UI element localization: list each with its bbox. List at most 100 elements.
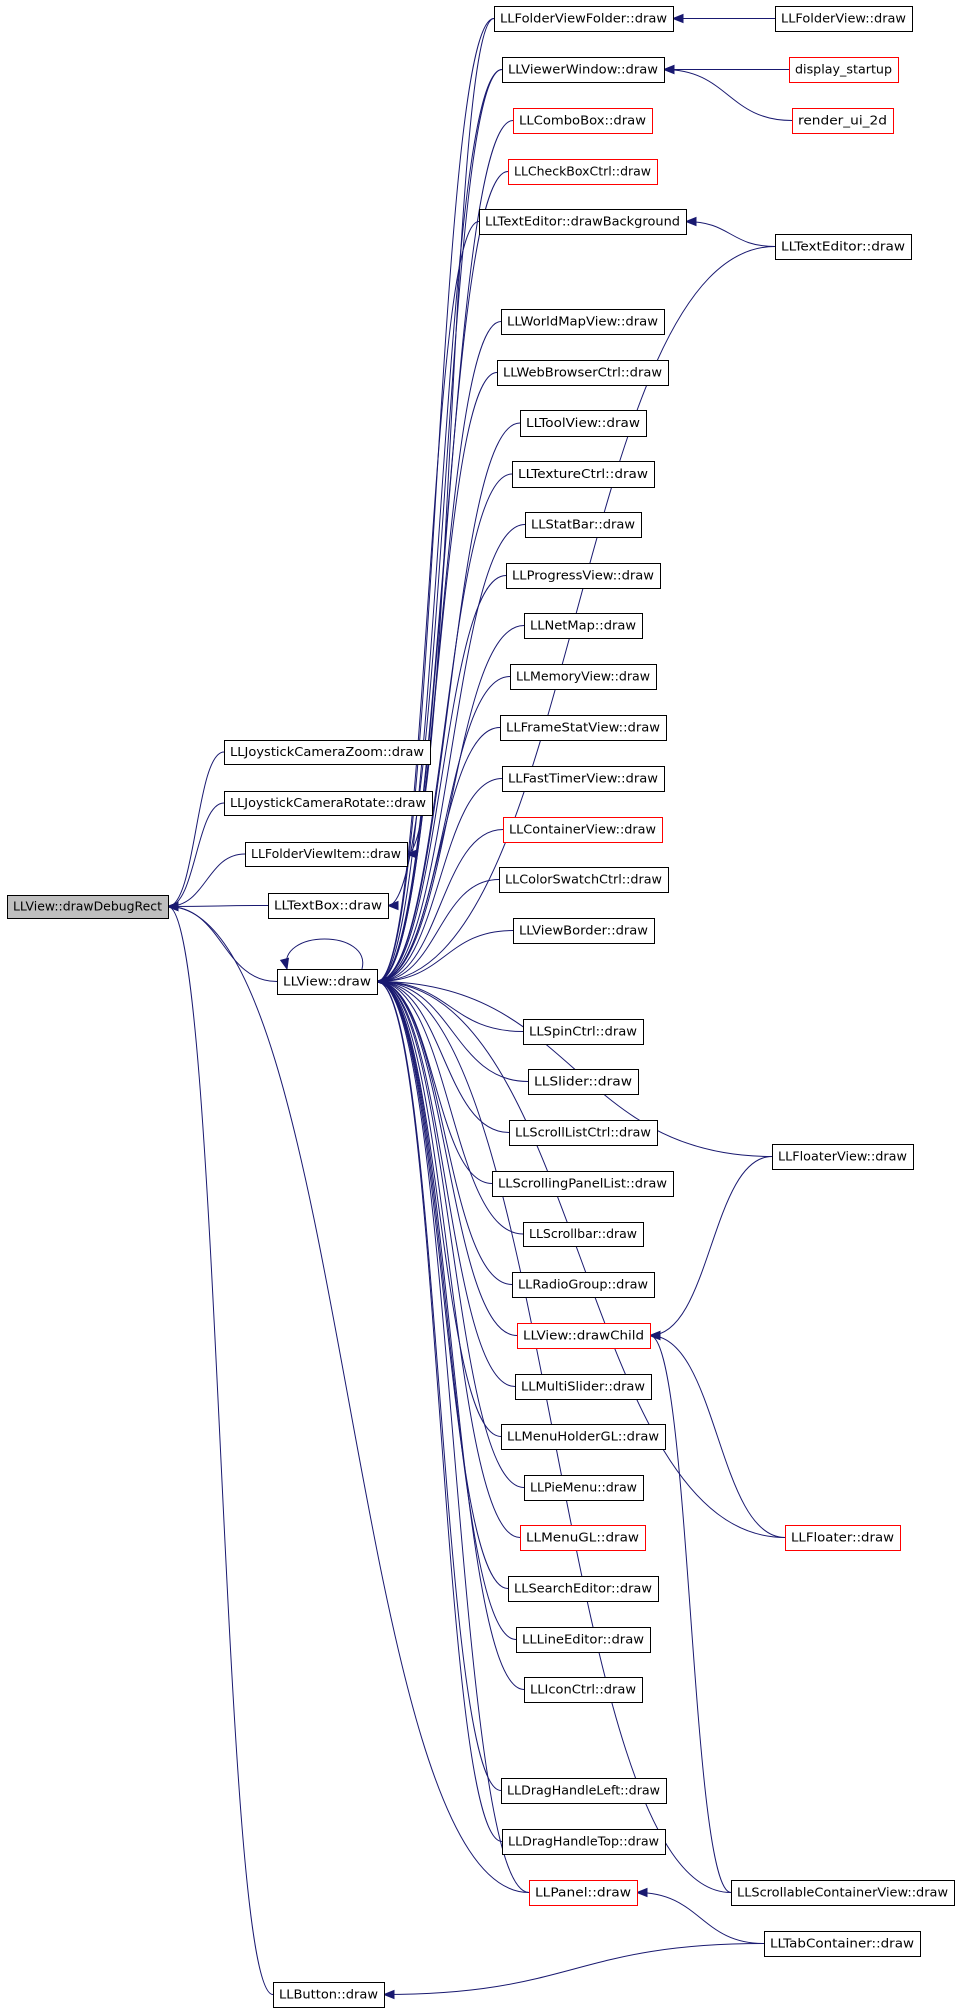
node-box-llsearcheditor-draw[interactable] <box>508 1576 659 1602</box>
node-box-render-ui-2d[interactable] <box>792 108 894 134</box>
node-box-lltexteditor-drawbackground[interactable] <box>479 209 687 235</box>
node-box-llpiemenu-draw[interactable] <box>524 1475 644 1501</box>
node-box-llview-drawchild[interactable] <box>517 1323 651 1349</box>
node-lldraghandleleft-draw[interactable]: LLDragHandleLeft::draw <box>501 1778 667 1804</box>
node-llscrolllistctrl-draw[interactable]: LLScrollListCtrl::draw <box>509 1120 658 1146</box>
node-box-llmemoryview-draw[interactable] <box>510 664 657 690</box>
node-llmenugl-draw[interactable]: LLMenuGL::draw <box>520 1525 646 1551</box>
node-lltexteditor-draw[interactable]: LLTextEditor::draw <box>775 234 912 260</box>
node-box-lliconctrl-draw[interactable] <box>524 1677 643 1703</box>
node-box-llspinctrl-draw[interactable] <box>523 1019 644 1045</box>
node-box-llscrolllistctrl-draw[interactable] <box>509 1120 658 1146</box>
node-box-llwebbrowserctrl-draw[interactable] <box>497 360 669 386</box>
node-llscrollablecontainerview-draw[interactable]: LLScrollableContainerView::draw <box>731 1880 955 1906</box>
node-box-llpanel-draw[interactable] <box>529 1880 638 1906</box>
node-box-llview-drawdebugrect[interactable] <box>7 895 169 919</box>
node-lldraghandletop-draw[interactable]: LLDragHandleTop::draw <box>502 1829 666 1855</box>
node-box-llfolderviewfolder-draw[interactable] <box>494 6 674 32</box>
node-llsearcheditor-draw[interactable]: LLSearchEditor::draw <box>508 1576 659 1602</box>
node-box-llmenuholdergl-draw[interactable] <box>501 1424 666 1450</box>
node-llcheckboxctrl-draw[interactable]: LLCheckBoxCtrl::draw <box>508 159 658 185</box>
node-llslider-draw[interactable]: LLSlider::draw <box>528 1069 639 1095</box>
node-box-llprogressview-draw[interactable] <box>506 563 661 589</box>
node-box-llview-draw[interactable] <box>277 969 378 995</box>
node-llscrollingpanellist-draw[interactable]: LLScrollingPanelList::draw <box>492 1171 674 1197</box>
node-llview-draw[interactable]: LLView::draw <box>277 969 378 995</box>
node-llmultislider-draw[interactable]: LLMultiSlider::draw <box>515 1374 652 1400</box>
node-box-lltextbox-draw[interactable] <box>268 893 389 919</box>
node-box-llbutton-draw[interactable] <box>273 1982 385 2008</box>
node-llframestatview-draw[interactable]: LLFrameStatView::draw <box>500 715 667 741</box>
node-box-llfolderviewitem-draw[interactable] <box>245 842 408 867</box>
node-lllineeditor-draw[interactable]: LLLineEditor::draw <box>516 1627 651 1653</box>
node-box-llmultislider-draw[interactable] <box>515 1374 652 1400</box>
node-display-startup[interactable]: display_startup <box>789 57 899 83</box>
node-llfolderview-draw[interactable]: LLFolderView::draw <box>775 6 913 32</box>
node-box-llstatbar-draw[interactable] <box>525 512 642 538</box>
node-box-llscrollablecontainerview-draw[interactable] <box>731 1880 955 1906</box>
node-llcolorswatchctrl-draw[interactable]: LLColorSwatchCtrl::draw <box>499 867 669 893</box>
node-box-llviewborder-draw[interactable] <box>513 918 655 944</box>
node-llworldmapview-draw[interactable]: LLWorldMapView::draw <box>501 309 665 335</box>
node-box-llcontainerview-draw[interactable] <box>503 817 663 843</box>
node-box-lltoolview-draw[interactable] <box>520 410 647 437</box>
node-box-llmenugl-draw[interactable] <box>520 1525 646 1551</box>
node-llprogressview-draw[interactable]: LLProgressView::draw <box>506 563 661 589</box>
node-box-display-startup[interactable] <box>789 57 899 83</box>
node-llfasttimerview-draw[interactable]: LLFastTimerView::draw <box>502 766 665 792</box>
node-box-llviewerwindow-draw[interactable] <box>502 57 665 83</box>
node-llfloater-draw[interactable]: LLFloater::draw <box>785 1525 901 1551</box>
node-llmenuholdergl-draw[interactable]: LLMenuHolderGL::draw <box>501 1424 666 1450</box>
node-llfloaterview-draw[interactable]: LLFloaterView::draw <box>772 1144 914 1170</box>
node-box-llfasttimerview-draw[interactable] <box>502 766 665 792</box>
node-lltexteditor-drawbackground[interactable]: LLTextEditor::drawBackground <box>479 209 687 235</box>
node-box-llfloaterview-draw[interactable] <box>772 1144 914 1170</box>
node-llbutton-draw[interactable]: LLButton::draw <box>273 1982 385 2008</box>
node-llspinctrl-draw[interactable]: LLSpinCtrl::draw <box>523 1019 644 1045</box>
node-llview-drawdebugrect[interactable]: LLView::drawDebugRect <box>7 895 169 919</box>
node-llviewborder-draw[interactable]: LLViewBorder::draw <box>513 918 655 944</box>
node-lljoystickcamerarotate-draw[interactable]: LLJoystickCameraRotate::draw <box>224 791 433 816</box>
node-llscrollbar-draw[interactable]: LLScrollbar::draw <box>523 1222 644 1247</box>
node-llcombobox-draw[interactable]: LLComboBox::draw <box>513 108 653 134</box>
node-llfolderviewfolder-draw[interactable]: LLFolderViewFolder::draw <box>494 6 674 32</box>
node-llcontainerview-draw[interactable]: LLContainerView::draw <box>503 817 663 843</box>
node-llview-drawchild[interactable]: LLView::drawChild <box>517 1323 651 1349</box>
node-lliconctrl-draw[interactable]: LLIconCtrl::draw <box>524 1677 643 1703</box>
node-llfolderviewitem-draw[interactable]: LLFolderViewItem::draw <box>245 842 408 867</box>
node-box-lllineeditor-draw[interactable] <box>516 1627 651 1653</box>
node-llpanel-draw[interactable]: LLPanel::draw <box>529 1880 638 1906</box>
node-box-lldraghandleleft-draw[interactable] <box>501 1778 667 1804</box>
node-lltextbox-draw[interactable]: LLTextBox::draw <box>268 893 389 919</box>
node-lltexturectrl-draw[interactable]: LLTextureCtrl::draw <box>512 461 655 488</box>
node-llstatbar-draw[interactable]: LLStatBar::draw <box>525 512 642 538</box>
node-box-llcombobox-draw[interactable] <box>513 108 653 134</box>
node-lltabcontainer-draw[interactable]: LLTabContainer::draw <box>764 1931 921 1957</box>
node-box-llscrollbar-draw[interactable] <box>523 1222 644 1247</box>
node-box-lltabcontainer-draw[interactable] <box>764 1931 921 1957</box>
node-box-lltexteditor-draw[interactable] <box>775 234 912 260</box>
node-lljoystickcamerazoom-draw[interactable]: LLJoystickCameraZoom::draw <box>224 740 431 765</box>
node-box-llworldmapview-draw[interactable] <box>501 309 665 335</box>
node-render-ui-2d[interactable]: render_ui_2d <box>792 108 894 134</box>
node-box-llfolderview-draw[interactable] <box>775 6 913 32</box>
node-llmemoryview-draw[interactable]: LLMemoryView::draw <box>510 664 657 690</box>
node-box-llcolorswatchctrl-draw[interactable] <box>499 867 669 893</box>
node-box-llslider-draw[interactable] <box>528 1069 639 1095</box>
node-llpiemenu-draw[interactable]: LLPieMenu::draw <box>524 1475 644 1501</box>
node-box-llframestatview-draw[interactable] <box>500 715 667 741</box>
node-box-llscrollingpanellist-draw[interactable] <box>492 1171 674 1197</box>
node-box-lltexturectrl-draw[interactable] <box>512 461 655 488</box>
node-box-llcheckboxctrl-draw[interactable] <box>508 159 658 185</box>
node-llwebbrowserctrl-draw[interactable]: LLWebBrowserCtrl::draw <box>497 360 669 386</box>
node-llnetmap-draw[interactable]: LLNetMap::draw <box>524 613 643 639</box>
node-box-lldraghandletop-draw[interactable] <box>502 1829 666 1855</box>
node-lltoolview-draw[interactable]: LLToolView::draw <box>520 410 647 437</box>
node-box-llradiogroup-draw[interactable] <box>512 1272 655 1298</box>
node-box-llfloater-draw[interactable] <box>785 1525 901 1551</box>
node-box-lljoystickcamerazoom-draw[interactable] <box>224 740 431 765</box>
node-box-lljoystickcamerarotate-draw[interactable] <box>224 791 433 816</box>
node-box-llnetmap-draw[interactable] <box>524 613 643 639</box>
node-llviewerwindow-draw[interactable]: LLViewerWindow::draw <box>502 57 665 83</box>
node-llradiogroup-draw[interactable]: LLRadioGroup::draw <box>512 1272 655 1298</box>
